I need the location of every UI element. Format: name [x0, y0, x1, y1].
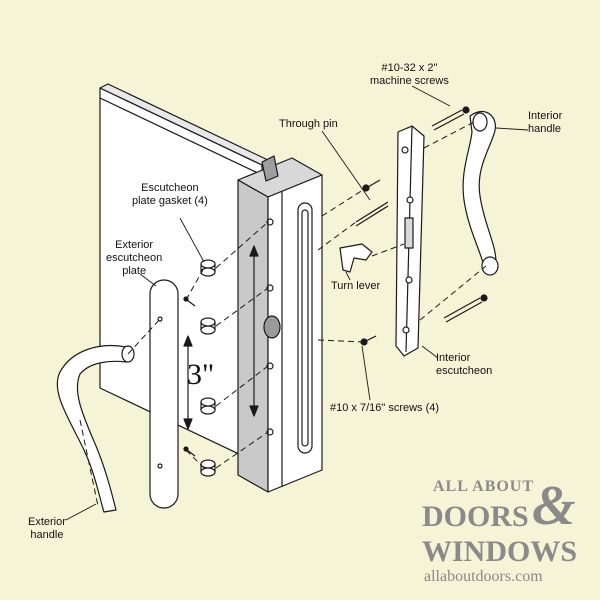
label-turn-lever: Turn lever [331, 280, 381, 292]
brand-ampersand: & [532, 475, 576, 537]
brand-line1: ALL ABOUT [433, 478, 535, 495]
brand-line2: DOORS [422, 500, 529, 533]
label-screws-7-16: #10 x 7/16" screws (4) [330, 402, 440, 414]
label-exterior-handle: Exterior handle [28, 516, 66, 541]
three-inch-dimension [183, 335, 193, 430]
interior-escutcheon [395, 125, 425, 357]
interior-handle [462, 110, 499, 276]
exterior-side-screws [183, 296, 196, 457]
label-interior-handle: Interior handle [528, 110, 563, 135]
alignment-lines [79, 121, 487, 507]
door-stile [237, 155, 323, 493]
label-exterior-escutcheon-plate: Exterior escutcheon plate [106, 239, 163, 277]
escutcheon-gaskets [200, 259, 216, 477]
exterior-escutcheon-plate [149, 279, 179, 509]
short-screws [360, 179, 381, 346]
label-through-pin: Through pin [279, 118, 338, 130]
brand-url: allaboutdoors.com [424, 568, 543, 585]
through-pin [355, 201, 389, 227]
label-machine-screws: #10-32 x 2" machine screws [370, 62, 449, 87]
machine-screws [431, 106, 488, 323]
label-escutcheon-gasket: Escutcheon plate gasket (4) [132, 182, 208, 207]
dimension-label: 3" [187, 358, 215, 391]
stile-dimension-line [249, 245, 259, 417]
brand-line3: WINDOWS [422, 535, 578, 568]
label-interior-escutcheon: Interior escutcheon [436, 352, 493, 377]
turn-lever [339, 243, 373, 273]
label-leaders [65, 85, 529, 521]
exterior-handle [56, 345, 135, 513]
